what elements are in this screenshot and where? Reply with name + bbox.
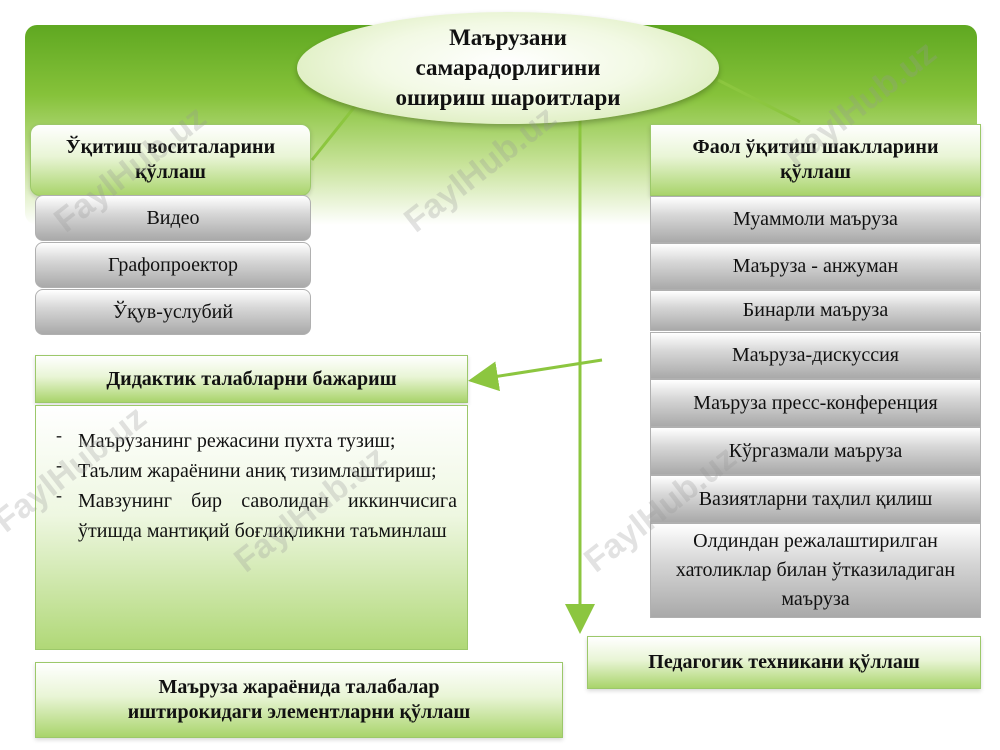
right-item: Олдиндан режалаштирилган хатоликлар била… bbox=[650, 523, 981, 618]
right-item-label: Муаммоли маъруза bbox=[733, 208, 898, 230]
right-item-label: Маъруза - анжуман bbox=[732, 255, 899, 277]
left-header-box: Ўқитиш воситаларини қўллаш bbox=[30, 124, 311, 196]
right-item: Вазиятларни таҳлил қилиш bbox=[650, 475, 981, 523]
left-item-video: Видео bbox=[35, 195, 311, 241]
list-item: - Маърузанинг режасини пухта тузиш; bbox=[56, 425, 457, 456]
didactic-header-text: Дидактик талабларни бажариш bbox=[106, 367, 397, 390]
right-item-label: Вазиятларни таҳлил қилиш bbox=[698, 487, 933, 510]
right-item-label: Кўргазмали маъруза bbox=[728, 439, 903, 462]
right-item: Маъруза - анжуман bbox=[650, 243, 981, 290]
connector-left bbox=[310, 99, 362, 161]
right-item: Маъруза пресс-конференция bbox=[650, 379, 981, 427]
left-item-label: Ўқув-услубий bbox=[112, 300, 234, 323]
list-item: - Мавзунинг бир саволидан иккинчисига ўт… bbox=[56, 485, 457, 546]
bullet: - bbox=[56, 455, 62, 475]
right-item: Бинарли маъруза bbox=[650, 290, 981, 331]
arrow-didactic bbox=[468, 358, 603, 392]
title-ellipse: Маърузани самарадорлигини ошириш шароитл… bbox=[297, 12, 719, 124]
pedagogic-box: Педагогик техникани қўллаш bbox=[587, 636, 981, 689]
right-item: Муаммоли маъруза bbox=[650, 196, 981, 243]
didactic-list: - Маърузанинг режасини пухта тузиш; - Та… bbox=[35, 405, 468, 650]
title-text: Маърузани самарадорлигини ошириш шароитл… bbox=[395, 25, 621, 110]
left-item-label: Видео bbox=[146, 206, 200, 229]
pedagogic-text: Педагогик техникани қўллаш bbox=[648, 651, 920, 673]
list-item: - Таълим жараёнини аниқ тизимлаштириш; bbox=[56, 455, 457, 486]
right-item-label: Маъруза-дискуссия bbox=[731, 344, 900, 366]
connector-right bbox=[717, 78, 801, 124]
list-item-text: Мавзунинг бир саволидан иккинчисига ўтиш… bbox=[78, 490, 457, 542]
participation-text: Маъруза жараёнида талабалар иштирокидаги… bbox=[127, 676, 471, 723]
bullet: - bbox=[56, 485, 62, 505]
left-item-label: Графопроектор bbox=[108, 253, 238, 276]
left-header-text: Ўқитиш воситаларини қўллаш bbox=[65, 136, 276, 183]
right-item: Кўргазмали маъруза bbox=[650, 427, 981, 475]
didactic-header-box: Дидактик талабларни бажариш bbox=[35, 355, 468, 403]
list-item-text: Таълим жараёнини аниқ тизимлаштириш; bbox=[78, 460, 437, 482]
right-header-text: Фаол ўқитиш шаклларини қўллаш bbox=[692, 136, 939, 183]
right-item: Маъруза-дискуссия bbox=[650, 332, 981, 379]
right-item-label: Бинарли маъруза bbox=[742, 299, 889, 321]
participation-box: Маъруза жараёнида талабалар иштирокидаги… bbox=[35, 662, 563, 738]
left-item-projector: Графопроектор bbox=[35, 242, 311, 288]
bullet: - bbox=[56, 425, 62, 445]
list-item-text: Маърузанинг режасини пухта тузиш; bbox=[78, 430, 396, 452]
right-item-label: Олдиндан режалаштирилган хатоликлар била… bbox=[675, 530, 956, 610]
left-item-methodical: Ўқув-услубий bbox=[35, 289, 311, 335]
right-item-label: Маъруза пресс-конференция bbox=[693, 391, 938, 414]
right-header-box: Фаол ўқитиш шаклларини қўллаш bbox=[650, 124, 981, 196]
